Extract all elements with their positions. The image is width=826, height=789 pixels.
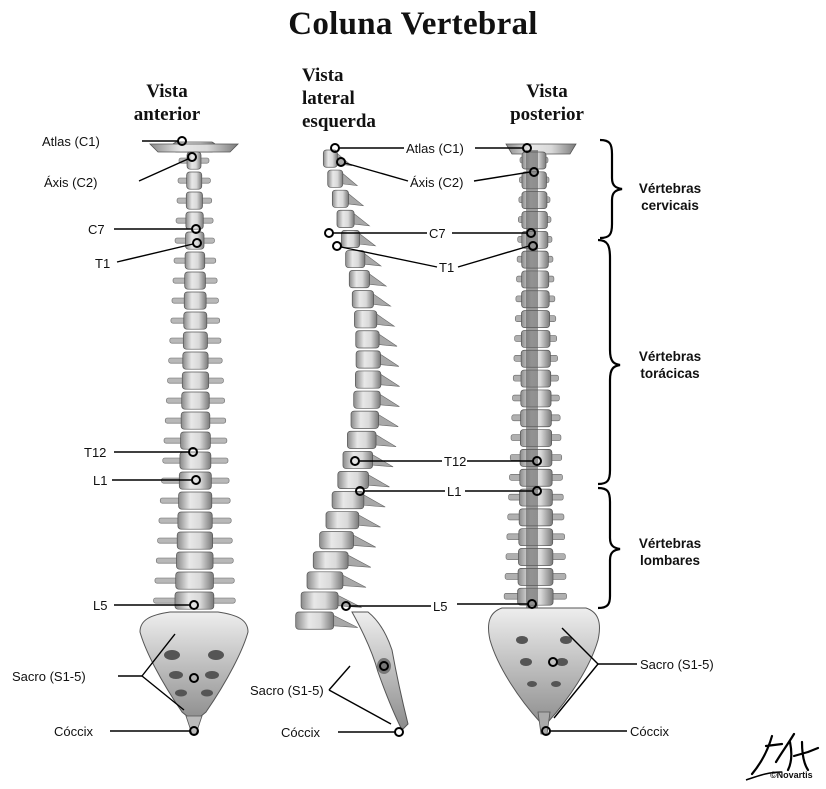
label-anterior-atlas: Atlas (C1) [42, 134, 100, 149]
group-label-lombar-line2: lombares [622, 552, 718, 569]
marker-lateral-c7 [325, 229, 333, 237]
label-mid-l1: L1 [447, 484, 461, 499]
label-anterior-c7: C7 [88, 222, 105, 237]
label-posterior-coccix: Cóccix [630, 724, 669, 739]
label-mid-axis: Áxis (C2) [410, 175, 463, 190]
group-label-lombar: Vértebras lombares [622, 535, 718, 569]
group-label-cervical-line1: Vértebras [622, 180, 718, 197]
bracket-toracica [598, 240, 620, 484]
label-mid-t1: T1 [439, 260, 454, 275]
bracket-lombar [598, 488, 620, 608]
spine-lateral [296, 150, 408, 730]
label-anterior-l1: L1 [93, 473, 107, 488]
label-mid-t12: T12 [444, 454, 466, 469]
label-anterior-l5: L5 [93, 598, 107, 613]
group-label-toracica: Vértebras torácicas [622, 348, 718, 382]
group-label-cervical: Vértebras cervicais [622, 180, 718, 214]
label-anterior-coccix: Cóccix [54, 724, 93, 739]
label-posterior-sacro: Sacro (S1-5) [640, 657, 714, 672]
group-brackets [598, 140, 622, 608]
label-mid-l5: L5 [433, 599, 447, 614]
marker-lateral-coccix [395, 728, 403, 736]
label-anterior-t1: T1 [95, 256, 110, 271]
group-label-toracica-line1: Vértebras [622, 348, 718, 365]
copyright-label: ©Novartis [770, 770, 813, 780]
label-anterior-axis: Áxis (C2) [44, 175, 97, 190]
spine-anterior [140, 142, 248, 734]
label-mid-atlas: Atlas (C1) [406, 141, 464, 156]
label-mid-c7: C7 [429, 226, 446, 241]
label-anterior-sacro: Sacro (S1-5) [12, 669, 86, 684]
label-lateral-coccix: Cóccix [281, 725, 320, 740]
marker-lateral-t1 [333, 242, 341, 250]
group-label-lombar-line1: Vértebras [622, 535, 718, 552]
bracket-cervical [600, 140, 622, 238]
group-label-cervical-line2: cervicais [622, 197, 718, 214]
group-label-toracica-line2: torácicas [622, 365, 718, 382]
label-lateral-sacro: Sacro (S1-5) [250, 683, 324, 698]
label-anterior-t12: T12 [84, 445, 106, 460]
